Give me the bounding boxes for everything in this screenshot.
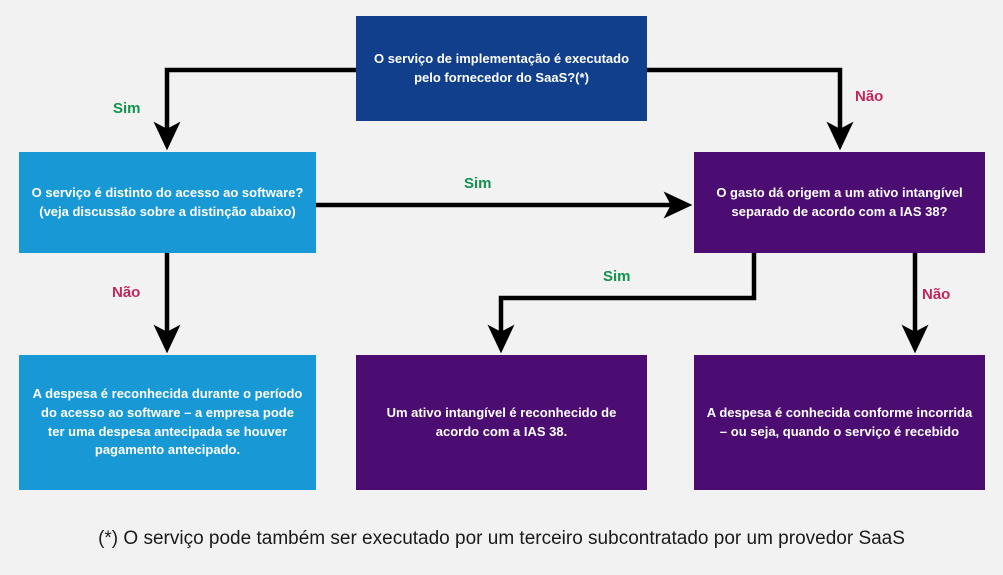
flowchart-node-q-distinct-service[interactable]: O serviço é distinto do acesso ao softwa… <box>19 152 316 253</box>
flowchart-node-outcome-expense-as-incurred[interactable]: A despesa é conhecida conforme incorrida… <box>694 355 985 490</box>
edge-label-label-right-down-no: Não <box>922 286 951 303</box>
connector-edge-impl-to-intangible <box>647 67 854 151</box>
flowchart-node-outcome-expense-over-access-period[interactable]: A despesa é reconhecida durante o períod… <box>19 355 316 490</box>
connector-edge-impl-to-distinct <box>153 67 356 151</box>
flowchart-node-q-intangible-asset[interactable]: O gasto dá origem a um ativo intangível … <box>694 152 985 253</box>
flowchart-node-q-implementation-service[interactable]: O serviço de implementação é executado p… <box>356 16 647 121</box>
edge-label-label-middle-yes: Sim <box>464 175 492 192</box>
edge-label-label-top-left-yes: Sim <box>113 100 141 117</box>
connector-edge-intangible-to-recognised <box>487 253 757 354</box>
footnote-caption: (*) O serviço pode também ser executado … <box>98 528 905 549</box>
edge-label-label-left-down-no: Não <box>112 284 141 301</box>
flowchart-node-outcome-intangible-recognised[interactable]: Um ativo intangível é reconhecido de aco… <box>356 355 647 490</box>
edge-label-label-purple-down-yes: Sim <box>603 268 631 285</box>
edge-label-label-top-right-no: Não <box>855 88 884 105</box>
